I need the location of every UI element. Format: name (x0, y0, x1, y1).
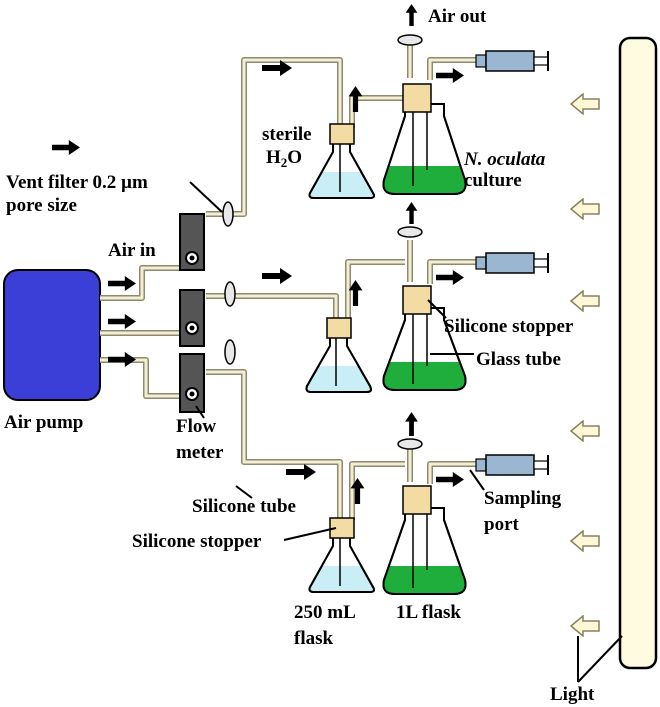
syringe-2 (475, 252, 549, 274)
flow-meter-1 (179, 213, 205, 271)
flow-meter-2 (179, 289, 205, 347)
up-arrow-icon (405, 4, 418, 26)
light-panel (618, 36, 658, 670)
syringes (475, 50, 549, 476)
right-arrow-icon (262, 268, 292, 284)
small-flask-2 (305, 317, 372, 393)
light-rays (570, 93, 600, 637)
vent-filter-label-line2: pore size (6, 195, 77, 216)
small-flask-3 (308, 517, 375, 593)
glass-tube-label: Glass tube (476, 349, 561, 370)
flow-meter-3 (179, 353, 205, 413)
small-flask-1 (308, 123, 375, 199)
air-pump (3, 269, 101, 401)
right-arrow-icon (108, 352, 136, 367)
light-label: Light (550, 684, 595, 705)
air-pump-label: Air pump (4, 412, 83, 433)
sterile-label: sterile (262, 124, 312, 145)
right-arrow-icon (436, 472, 464, 487)
large-flask-label: 1L flask (396, 602, 461, 623)
light-ray-icon (570, 290, 600, 312)
right-arrow-icon (436, 68, 464, 83)
labels: Air out sterile H2O N. oculata culture V… (4, 6, 595, 705)
culture-word-label: culture (464, 170, 522, 191)
sampling-port-label-line1: Sampling (484, 488, 562, 509)
syringe-3 (475, 454, 549, 476)
silicone-stopper-right-label: Silicone stopper (444, 316, 574, 337)
light-ray-icon (570, 420, 600, 442)
up-arrow-icon (405, 202, 418, 224)
syringe-1 (475, 50, 549, 72)
right-arrow-icon (108, 276, 136, 291)
small-flasks (305, 123, 375, 593)
small-flask-label-line2: flask (294, 628, 334, 649)
right-arrow-icon (108, 314, 136, 329)
culture-flask-2 (382, 285, 467, 391)
light-ray-icon (570, 93, 600, 115)
culture-flask-1 (382, 83, 467, 195)
vent-filter-label-line1: Vent filter 0.2 µm (6, 172, 148, 193)
light-ray-icon (570, 615, 600, 637)
air-in-label: Air in (108, 240, 156, 261)
silicone-tube-label: Silicone tube (192, 496, 296, 517)
up-arrow-icon (405, 412, 418, 436)
right-arrow-icon (436, 270, 464, 285)
silicone-tubing (100, 40, 476, 520)
air-out-label: Air out (428, 6, 487, 27)
sampling-port-label-line2: port (484, 514, 520, 535)
light-ray-icon (570, 530, 600, 552)
flow-meter-label-line1: Flow (176, 416, 216, 437)
flow-meter-label-line2: meter (176, 442, 224, 463)
flow-meters (179, 213, 205, 413)
culture-species-label: N. oculata (463, 149, 546, 170)
legend-right-arrow-icon (52, 140, 80, 155)
culture-flasks (382, 83, 467, 595)
silicone-stopper-left-label: Silicone stopper (132, 531, 262, 552)
light-ray-icon (570, 198, 600, 220)
vent-filters (222, 34, 423, 450)
culture-flask-3 (382, 485, 467, 595)
small-flask-label-line1: 250 mL (294, 602, 356, 623)
right-arrow-icon (286, 464, 316, 480)
label-pointers (189, 181, 623, 683)
h2o-label: H2O (266, 147, 302, 170)
